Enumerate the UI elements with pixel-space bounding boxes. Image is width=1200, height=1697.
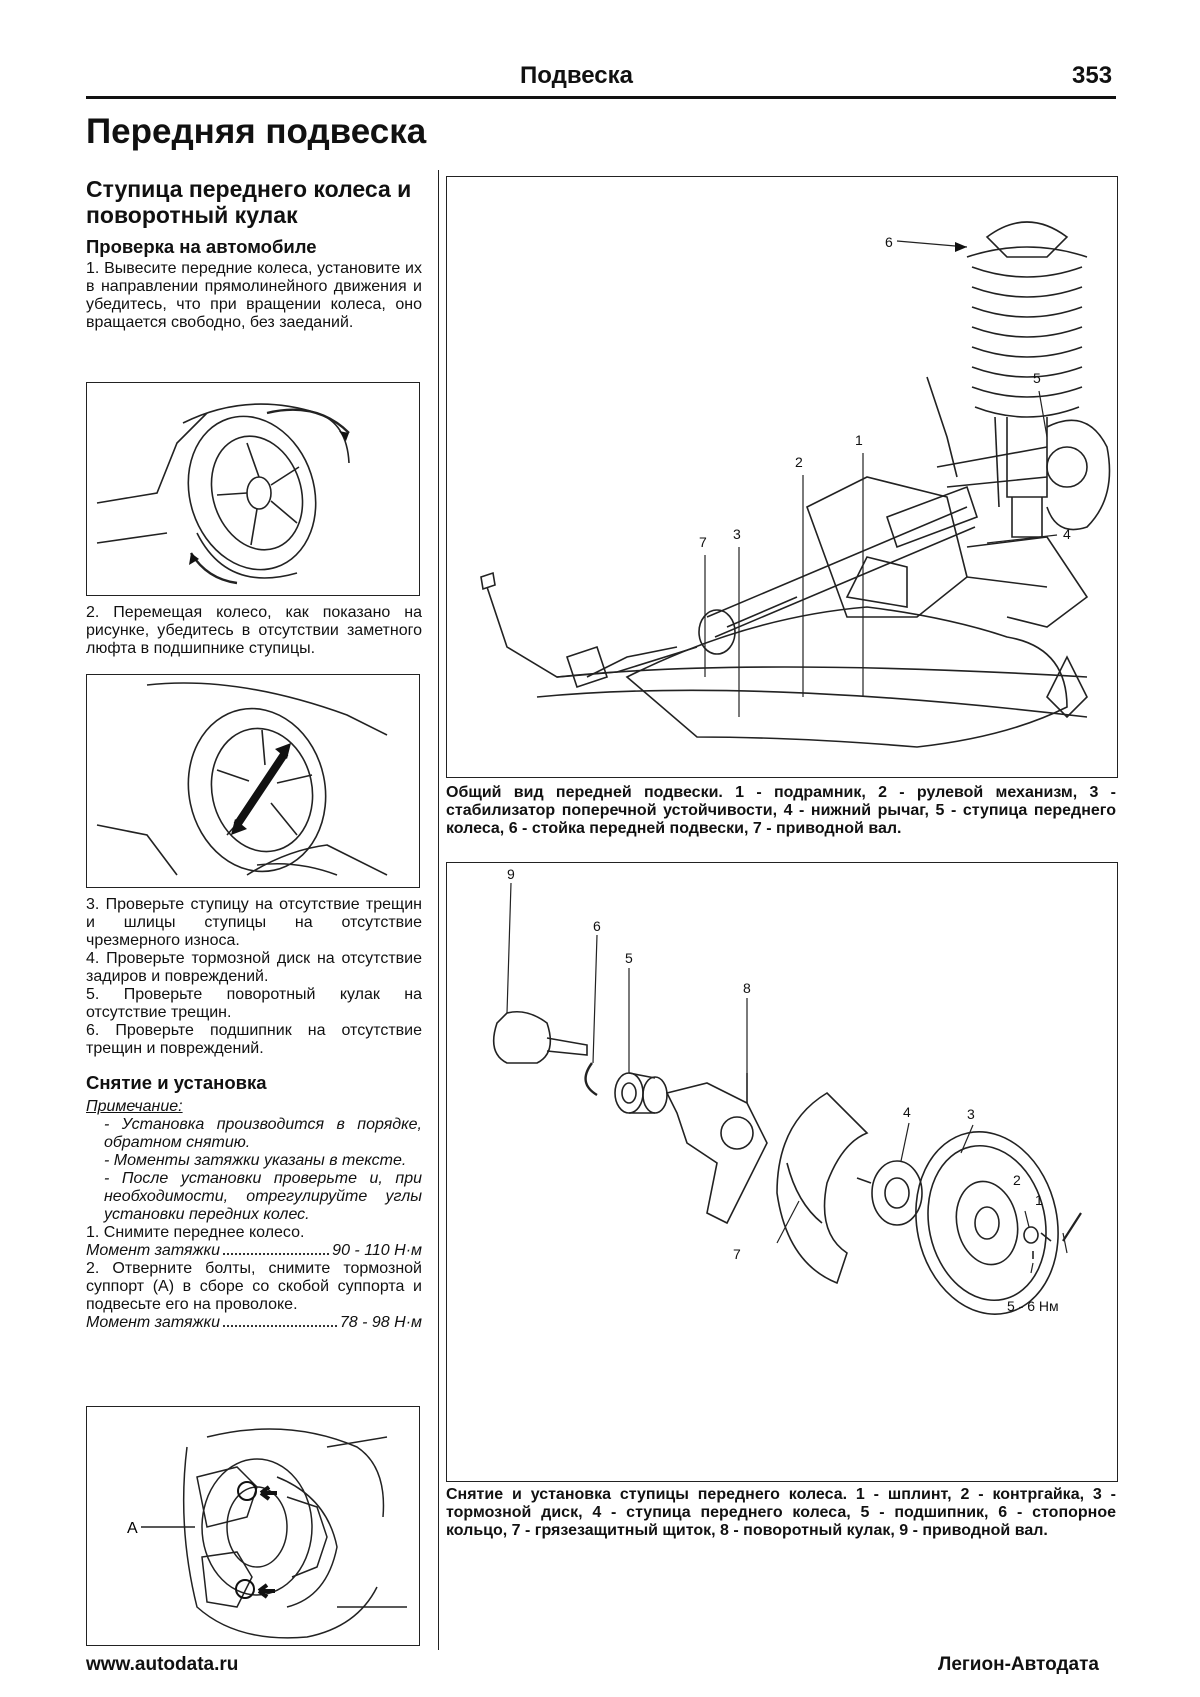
footer-publisher: Легион-Автодата bbox=[938, 1654, 1099, 1675]
torque-label: Момент затяжки bbox=[86, 1314, 220, 1331]
suspension-label-1: 1 bbox=[855, 432, 863, 448]
hub-label-5: 5 bbox=[625, 950, 633, 966]
wheel-rotation-figure bbox=[86, 382, 420, 596]
suspension-overview-figure: 1 2 3 4 5 6 7 bbox=[446, 176, 1118, 778]
hub-label-6: 6 bbox=[593, 918, 601, 934]
dot-leader bbox=[222, 1242, 330, 1255]
wheel-play-figure bbox=[86, 674, 420, 888]
hub-label-9: 9 bbox=[507, 866, 515, 882]
check-step-4: 4. Проверьте тормозной диск на отсутстви… bbox=[86, 950, 422, 985]
removal-step-2: 2. Отверните болты, снимите тормозной су… bbox=[86, 1260, 422, 1313]
torque-spec-1: Момент затяжки 90 - 110 Н·м bbox=[86, 1242, 422, 1260]
hub-label-8: 8 bbox=[743, 980, 751, 996]
torque-value: 90 - 110 Н·м bbox=[332, 1242, 422, 1259]
suspension-label-2: 2 bbox=[795, 454, 803, 470]
torque-spec-2: Момент затяжки 78 - 98 Н·м bbox=[86, 1314, 422, 1332]
hub-exploded-figure: 1 2 3 4 5 6 7 8 9 5 - 6 Нм bbox=[446, 862, 1118, 1482]
check-steps: 3. Проверьте ступицу на отсутствие трещи… bbox=[86, 896, 422, 1332]
running-header-title: Подвеска bbox=[520, 62, 634, 89]
caliper-illustration: A bbox=[127, 1428, 407, 1639]
hub-figure-caption: Снятие и установка ступицы переднего кол… bbox=[446, 1486, 1116, 1539]
page-title: Передняя подвеска bbox=[86, 112, 427, 151]
torque-label: Момент затяжки bbox=[86, 1242, 220, 1259]
suspension-overview-illustration: 1 2 3 4 5 6 7 bbox=[480, 221, 1111, 748]
hub-torque-label: 5 - 6 Нм bbox=[1007, 1298, 1059, 1314]
hub-exploded-illustration: 1 2 3 4 5 6 7 8 9 5 - 6 Нм bbox=[492, 866, 1082, 1315]
hub-label-4: 4 bbox=[903, 1104, 911, 1120]
caliper-figure: A bbox=[86, 1406, 420, 1646]
suspension-label-5: 5 bbox=[1033, 370, 1041, 386]
check-step-6: 6. Проверьте подшипник на отсутствие тре… bbox=[86, 1022, 422, 1057]
header-rule bbox=[86, 96, 1116, 99]
check-step-2: 2. Перемещая колесо, как показано на рис… bbox=[86, 604, 422, 657]
suspension-label-6: 6 bbox=[885, 234, 893, 250]
hub-label-7: 7 bbox=[733, 1246, 741, 1262]
torque-value: 78 - 98 Н·м bbox=[339, 1314, 422, 1331]
caliper-label-a: A bbox=[127, 1520, 138, 1537]
subsection-title: Ступица переднего колеса и поворотный ку… bbox=[86, 176, 412, 228]
check-heading: Проверка на автомобиле bbox=[86, 236, 317, 257]
suspension-label-7: 7 bbox=[699, 534, 707, 550]
wheel-rotation-illustration bbox=[96, 403, 350, 585]
dot-leader bbox=[222, 1314, 337, 1327]
note-item-3: - После установки проверьте и, при необх… bbox=[104, 1170, 422, 1223]
suspension-label-3: 3 bbox=[733, 526, 741, 542]
suspension-figure-caption: Общий вид передней подвески. 1 - подрамн… bbox=[446, 784, 1116, 837]
check-step-5: 5. Проверьте поворотный кулак на отсутст… bbox=[86, 986, 422, 1021]
note-item-2: - Моменты затяжки указаны в тексте. bbox=[104, 1152, 407, 1169]
footer-website[interactable]: www.autodata.ru bbox=[86, 1654, 239, 1675]
hub-label-3: 3 bbox=[967, 1106, 975, 1122]
check-step-3: 3. Проверьте ступицу на отсутствие трещи… bbox=[86, 896, 422, 949]
wheel-play-illustration bbox=[96, 682, 388, 876]
note-item-1: - Установка производится в порядке, обра… bbox=[104, 1116, 422, 1151]
removal-heading: Снятие и установка bbox=[86, 1072, 267, 1093]
check-step-1: 1. Вывесите передние колеса, установите … bbox=[86, 260, 422, 331]
page-number: 353 bbox=[1072, 62, 1113, 89]
check-section: Ступица переднего колеса и поворотный ку… bbox=[86, 176, 422, 332]
suspension-label-4: 4 bbox=[1063, 526, 1071, 542]
note-label: Примечание: bbox=[86, 1098, 183, 1115]
hub-label-2: 2 bbox=[1013, 1172, 1021, 1188]
hub-label-1: 1 bbox=[1035, 1192, 1043, 1208]
removal-step-1: 1. Снимите переднее колесо. bbox=[86, 1224, 305, 1241]
column-divider bbox=[438, 170, 439, 1650]
